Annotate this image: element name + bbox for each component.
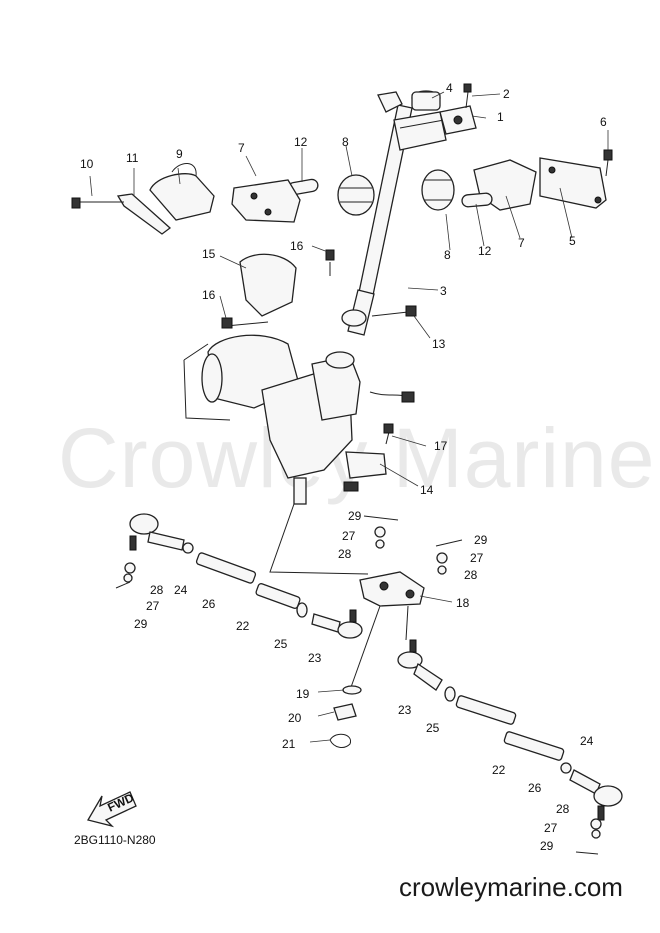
tie-rod-left <box>115 513 363 639</box>
callout-25a: 25 <box>274 637 288 651</box>
callout-16a: 16 <box>290 239 304 253</box>
callout-8b: 8 <box>444 248 451 262</box>
callout-7a: 7 <box>238 141 245 155</box>
callout-19: 19 <box>296 687 310 701</box>
callout-21: 21 <box>282 737 296 751</box>
callout-10: 10 <box>80 157 94 171</box>
callout-16b: 16 <box>202 288 216 302</box>
bracket-right <box>473 149 613 211</box>
callout-2: 2 <box>503 87 510 101</box>
tie-rod-right <box>397 639 623 855</box>
upper-clamp <box>411 83 477 135</box>
callout-26a: 26 <box>202 597 216 611</box>
bracket-left <box>71 163 301 235</box>
eps-motor-assembly <box>183 249 417 505</box>
callout-29d: 29 <box>540 839 554 853</box>
pitman-arm <box>269 503 425 748</box>
callout-26b: 26 <box>528 781 542 795</box>
callout-24b: 24 <box>580 734 594 748</box>
callout-18: 18 <box>456 596 470 610</box>
callout-28d: 28 <box>556 802 570 816</box>
callout-28b: 28 <box>464 568 478 582</box>
callout-17: 17 <box>434 439 448 453</box>
callout-22b: 22 <box>492 763 506 777</box>
callout-27c: 27 <box>146 599 160 613</box>
callout-12a: 12 <box>294 135 308 149</box>
callout-27b: 27 <box>470 551 484 565</box>
callout-8a: 8 <box>342 135 349 149</box>
callout-9: 9 <box>176 147 183 161</box>
callout-7b: 7 <box>518 236 525 250</box>
callout-25b: 25 <box>426 721 440 735</box>
callout-13: 13 <box>432 337 446 351</box>
callout-23a: 23 <box>308 651 322 665</box>
callout-12b: 12 <box>478 244 492 258</box>
callout-29b: 29 <box>474 533 488 547</box>
site-url: crowleymarine.com <box>399 872 623 902</box>
callout-23b: 23 <box>398 703 412 717</box>
callout-24a: 24 <box>174 583 188 597</box>
callout-3: 3 <box>440 284 447 298</box>
diagram-code: 2BG1110-N280 <box>74 833 156 847</box>
callout-29a: 29 <box>348 509 362 523</box>
callout-14: 14 <box>420 483 434 497</box>
callout-20: 20 <box>288 711 302 725</box>
callout-11: 11 <box>126 151 139 165</box>
callouts: 1 2 3 4 5 6 7 7 8 8 9 10 11 12 12 13 14 … <box>80 81 607 853</box>
callout-4: 4 <box>446 81 453 95</box>
leader-lines <box>89 91 609 743</box>
upper-hardware <box>363 515 463 575</box>
callout-29c: 29 <box>134 617 148 631</box>
callout-28c: 28 <box>150 583 164 597</box>
callout-28a: 28 <box>338 547 352 561</box>
callout-5: 5 <box>569 234 576 248</box>
callout-15: 15 <box>202 247 216 261</box>
callout-27a: 27 <box>342 529 356 543</box>
fwd-arrow-icon: FWD <box>87 790 137 828</box>
steering-column <box>341 91 447 336</box>
callout-27d: 27 <box>544 821 558 835</box>
bushings <box>287 169 493 216</box>
callout-6: 6 <box>600 115 607 129</box>
callout-22a: 22 <box>236 619 250 633</box>
callout-1: 1 <box>497 110 504 124</box>
